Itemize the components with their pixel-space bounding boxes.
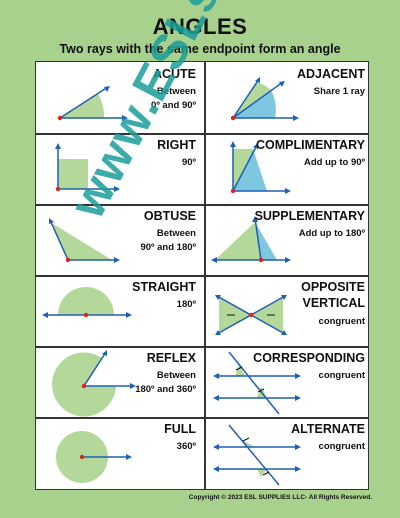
opposite-angle-diagram (215, 295, 287, 335)
grid-divider (36, 417, 368, 419)
grid-divider (36, 204, 368, 206)
cell-opposite-vertical: OPPOSITE VERTICAL congruent (205, 275, 371, 346)
complimentary-text: Add up to 90º (304, 157, 365, 168)
cell-right: RIGHT 90º (36, 133, 202, 204)
reflex-text: Between (156, 370, 196, 381)
cell-adjacent: ADJACENT Share 1 ray (205, 62, 371, 133)
straight-title: STRAIGHT (132, 280, 196, 294)
right-text: 90º (181, 157, 196, 168)
adjacent-title: ADJACENT (296, 67, 365, 81)
supplementary-angle-diagram (211, 216, 291, 263)
grid-divider (36, 346, 368, 348)
supplementary-title: SUPPLEMENTARY (254, 209, 365, 223)
adjacent-angle-diagram (230, 77, 299, 121)
full-angle-diagram (56, 431, 132, 483)
acute-angle-diagram (57, 86, 128, 121)
reflex-angle-diagram (52, 350, 136, 417)
reflex-range: 180º and 360º (135, 384, 196, 395)
grid-divider (36, 275, 368, 277)
full-text: 360º (176, 441, 196, 452)
right-title: RIGHT (157, 138, 196, 152)
alternate-angle-diagram (213, 424, 301, 486)
obtuse-angle-diagram (49, 218, 120, 263)
full-title: FULL (164, 422, 196, 436)
corresponding-angle-diagram (213, 351, 301, 415)
corresponding-text: congruent (318, 370, 365, 381)
obtuse-title: OBTUSE (143, 209, 196, 223)
obtuse-range: 90º and 180º (140, 242, 196, 253)
cell-reflex: REFLEX Between 180º and 360º (36, 346, 202, 417)
complimentary-title: COMPLIMENTARY (255, 138, 365, 152)
grid-divider (36, 133, 368, 135)
acute-text: Between (156, 86, 196, 97)
alternate-text: congruent (318, 441, 365, 452)
supplementary-text: Add up to 180º (298, 228, 365, 239)
complimentary-angle-diagram (230, 141, 291, 194)
opposite-text: congruent (318, 316, 365, 327)
corresponding-title: CORRESPONDING (253, 351, 365, 365)
cell-full: FULL 360º (36, 417, 202, 488)
opposite-title: OPPOSITE (301, 280, 365, 294)
copyright-notice: Copyright © 2023 ESL SUPPLIES LLC- All R… (188, 494, 372, 501)
page-subtitle: Two rays with the same endpoint form an … (59, 42, 341, 56)
angles-grid: ACUTE Between 0º and 90º ADJACENT Share … (35, 61, 369, 490)
reflex-title: REFLEX (146, 351, 196, 365)
straight-angle-diagram (42, 287, 132, 318)
cell-acute: ACUTE Between 0º and 90º (36, 62, 202, 133)
cell-obtuse: OBTUSE Between 90º and 180º (36, 204, 202, 275)
cell-straight: STRAIGHT 180º (36, 275, 202, 346)
cell-alternate: ALTERNATE congruent (205, 417, 371, 488)
alternate-title: ALTERNATE (291, 422, 365, 436)
page-title: ANGLES (152, 14, 248, 39)
adjacent-text: Share 1 ray (313, 86, 365, 97)
vertical-title: VERTICAL (302, 296, 366, 310)
cell-supplementary: SUPPLEMENTARY Add up to 180º (205, 204, 371, 275)
acute-range: 0º and 90º (151, 100, 196, 111)
straight-text: 180º (176, 299, 196, 310)
cell-corresponding: CORRESPONDING congruent (205, 346, 371, 417)
cell-complimentary: COMPLIMENTARY Add up to 90º (205, 133, 371, 204)
obtuse-text: Between (156, 228, 196, 239)
right-angle-diagram (55, 143, 120, 192)
acute-title: ACUTE (152, 67, 196, 81)
